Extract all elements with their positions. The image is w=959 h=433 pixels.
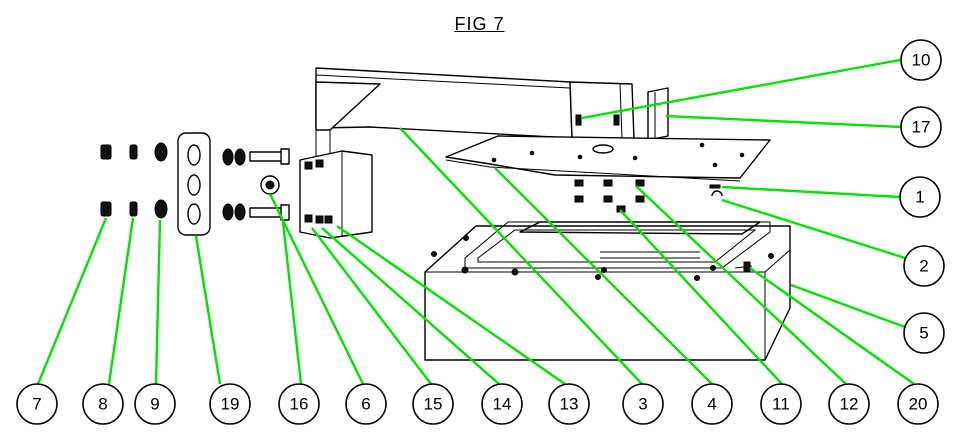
callout-label: 1 xyxy=(915,188,924,207)
upper-arm-bracket xyxy=(315,67,635,228)
callout-20: 20 xyxy=(897,383,939,425)
callout-9: 9 xyxy=(134,383,176,425)
mounting-plate xyxy=(445,135,771,182)
small-hardware-1-2 xyxy=(709,184,723,197)
callout-7: 7 xyxy=(16,383,58,425)
callout-label: 8 xyxy=(98,395,107,414)
plate-nuts xyxy=(574,179,645,213)
callout-10: 10 xyxy=(900,39,942,81)
callout-8: 8 xyxy=(82,383,124,425)
callout-1: 1 xyxy=(899,176,941,218)
callout-3: 3 xyxy=(622,383,664,425)
callout-label: 4 xyxy=(707,395,716,414)
callout-label: 10 xyxy=(912,51,931,70)
leader-lines xyxy=(36,58,915,385)
callout-label: 5 xyxy=(919,324,928,343)
callout-4: 4 xyxy=(691,383,733,425)
callout-label: 9 xyxy=(150,395,159,414)
long-bolts xyxy=(249,148,290,221)
callout-label: 12 xyxy=(840,395,859,414)
callout-label: 15 xyxy=(424,395,443,414)
callout-16: 16 xyxy=(278,383,320,425)
base-box xyxy=(424,221,791,361)
callout-label: 20 xyxy=(909,395,928,414)
clamp-plate xyxy=(177,132,211,236)
callout-label: 19 xyxy=(221,395,240,414)
bolt-washers xyxy=(222,148,246,221)
callout-13: 13 xyxy=(548,383,590,425)
end-plate-17 xyxy=(647,87,669,141)
nuts-washers-left xyxy=(100,142,168,219)
callout-11: 11 xyxy=(760,383,802,425)
callout-12: 12 xyxy=(828,383,870,425)
callout-2: 2 xyxy=(903,245,945,287)
callout-19: 19 xyxy=(209,383,251,425)
callout-14: 14 xyxy=(481,383,523,425)
callout-label: 14 xyxy=(493,395,512,414)
callout-label: 16 xyxy=(290,395,309,414)
callout-17: 17 xyxy=(900,106,942,148)
clamp-bracket xyxy=(299,150,373,239)
figure-title: FIG 7 xyxy=(454,14,505,34)
callout-label: 6 xyxy=(361,395,370,414)
callout-label: 7 xyxy=(32,395,41,414)
callout-5: 5 xyxy=(903,312,945,354)
callout-label: 3 xyxy=(638,395,647,414)
callout-label: 17 xyxy=(912,118,931,137)
callout-6: 6 xyxy=(345,383,387,425)
callout-label: 2 xyxy=(919,257,928,276)
callout-label: 13 xyxy=(560,395,579,414)
callout-15: 15 xyxy=(412,383,454,425)
callout-label: 11 xyxy=(772,395,790,414)
